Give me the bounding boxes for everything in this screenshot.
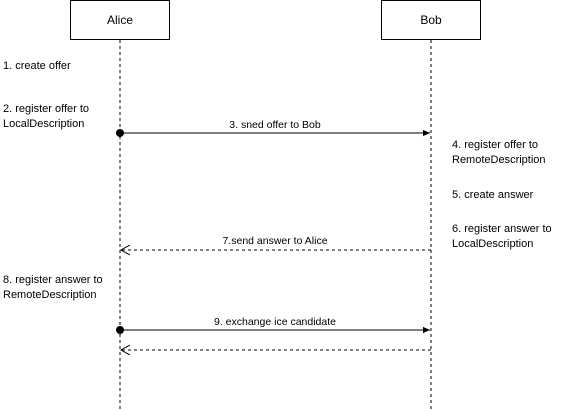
step-2-note: 2. register offer to LocalDescription xyxy=(3,103,90,130)
message-7-label: 7.send answer to Alice xyxy=(222,235,328,247)
participant-bob[interactable]: Bob xyxy=(381,0,481,40)
step-1-note: 1. create offer xyxy=(3,60,71,72)
message-3-label: 3. sned offer to Bob xyxy=(229,119,321,131)
step-8-note: 8. register answer to RemoteDescription xyxy=(3,274,103,301)
participant-alice-label: Alice xyxy=(106,13,133,27)
step-6-note: 6. register answer to LocalDescription xyxy=(452,223,552,250)
message-7-arrowhead xyxy=(119,244,131,256)
message-9-label: 9. exchange ice candidate xyxy=(213,316,337,328)
participant-bob-label: Bob xyxy=(420,13,442,27)
message-10-arrowhead xyxy=(119,344,131,356)
step-5-note: 5. create answer xyxy=(452,189,534,201)
participant-alice[interactable]: Alice xyxy=(70,0,170,40)
step-4-note: 4. register offer to RemoteDescription xyxy=(452,139,546,166)
